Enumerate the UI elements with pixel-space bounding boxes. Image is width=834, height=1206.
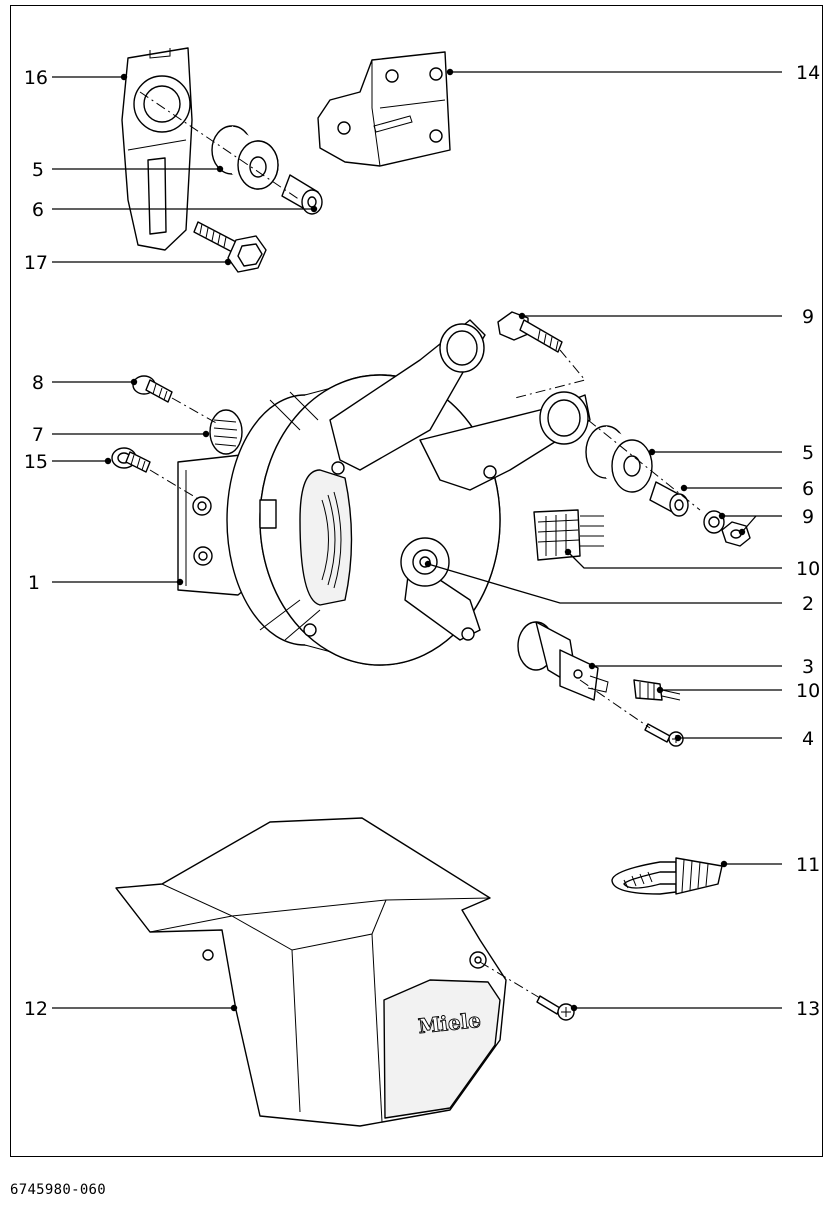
callout-labels: 16 14 5 6 17 9 8 7 5 15 6 9 1 10 2 3 10 …: [24, 62, 820, 1020]
motor-assembly-part-1: [177, 319, 591, 666]
rubber-bush-part-5-top: [211, 125, 279, 190]
connector-part-10-lower: [633, 679, 681, 701]
callout-7: 7: [32, 424, 44, 446]
rubber-bush-part-5-mid: [585, 425, 653, 493]
callout-8: 8: [32, 372, 44, 394]
document-number: 6745980-060: [10, 1182, 107, 1198]
callout-3: 3: [802, 656, 814, 678]
connector-part-10: [533, 509, 604, 561]
sleeve-part-6-top: [281, 174, 323, 215]
screw-part-8: [132, 375, 173, 403]
sleeve-part-6-mid: [649, 481, 689, 517]
bracket-part-16: [121, 47, 193, 251]
axis-line-screw-4: [579, 679, 651, 729]
cable-tie-part-11: [611, 857, 723, 895]
callout-5-mid: 5: [802, 442, 814, 464]
callout-1: 1: [28, 572, 40, 594]
callout-11: 11: [796, 854, 820, 876]
screw-part-13: [536, 995, 575, 1021]
axis-line-top: [139, 91, 301, 201]
cover-part-12: Miele: [115, 817, 507, 1127]
callout-5-top: 5: [32, 159, 44, 181]
leader-lines: [52, 68, 782, 1012]
callout-2: 2: [802, 593, 814, 615]
callout-14: 14: [796, 62, 820, 84]
callout-10-lower: 10: [796, 680, 820, 702]
callout-9-lower: 9: [802, 506, 814, 528]
callout-6-top: 6: [32, 199, 44, 221]
callout-9-upper: 9: [802, 306, 814, 328]
drawing-frame: [10, 5, 823, 1157]
callout-10-upper: 10: [796, 558, 820, 580]
thread-ring-part-7: [209, 409, 243, 455]
axis-line-screw-15: [149, 469, 201, 501]
callout-4: 4: [802, 728, 814, 750]
axis-line-mid: [587, 419, 701, 511]
axis-line-screw-13: [479, 961, 541, 999]
tacho-generator-part-3: [517, 621, 609, 701]
axis-line-bolt-9: [514, 349, 586, 399]
callout-12: 12: [24, 998, 48, 1020]
axis-line-screw-8: [171, 397, 219, 425]
washer-nut-part-9-lower: [703, 510, 751, 547]
screw-part-15: [111, 447, 151, 473]
bolt-part-9-upper: [497, 311, 563, 353]
callout-6-mid: 6: [802, 478, 814, 500]
callout-17: 17: [24, 252, 48, 274]
mounting-plate-part-14: [317, 51, 451, 167]
bolt-part-17: [193, 221, 267, 273]
callout-15: 15: [24, 451, 48, 473]
callout-16: 16: [24, 67, 48, 89]
callout-13: 13: [796, 998, 820, 1020]
